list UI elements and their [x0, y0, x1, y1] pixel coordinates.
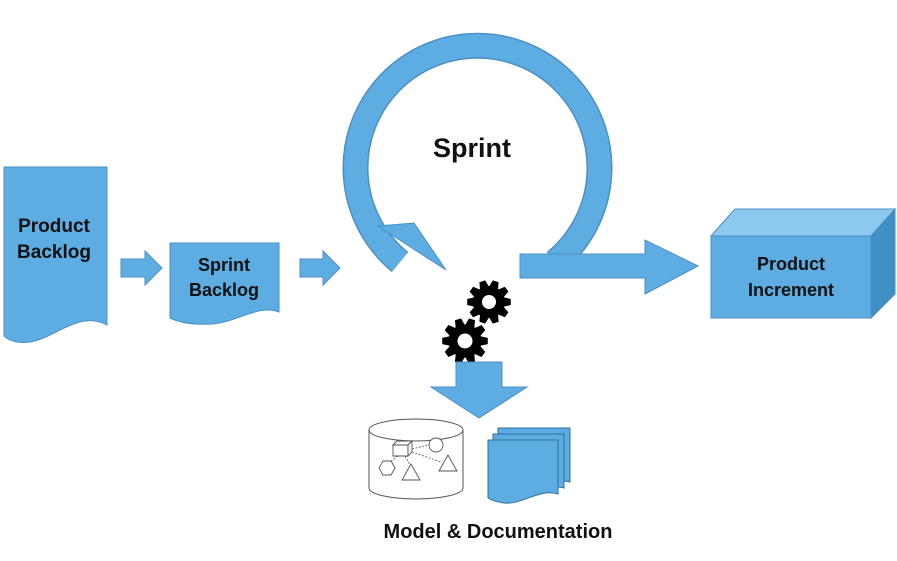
document-stack-icon: [487, 427, 571, 504]
product-backlog-label-line1: Product: [18, 216, 90, 237]
sprint-loop-arrow: [342, 32, 700, 295]
product-backlog-document: Product Backlog: [3, 166, 108, 343]
gear-icon: [442, 318, 488, 364]
flow-arrow-1: [120, 249, 163, 287]
down-arrow: [429, 361, 529, 419]
product-backlog-label-line2: Backlog: [17, 242, 91, 263]
sprint-backlog-label-line1: Sprint: [198, 255, 250, 275]
model-documentation-label: Model & Documentation: [384, 521, 613, 543]
gear-hole: [482, 295, 496, 309]
sprint-label: Sprint: [433, 133, 511, 163]
sprint-backlog-label-line2: Backlog: [189, 280, 259, 300]
gear-icon: [467, 280, 511, 324]
product-increment-label-line1: Product: [757, 254, 825, 274]
flow-arrow-2: [299, 249, 341, 287]
database-model-icon: [368, 418, 464, 500]
product-increment-cube: Product Increment: [709, 207, 897, 320]
sprint-backlog-document: Sprint Backlog: [169, 242, 280, 325]
gear-hole: [457, 333, 473, 349]
product-increment-label-line2: Increment: [748, 280, 834, 300]
